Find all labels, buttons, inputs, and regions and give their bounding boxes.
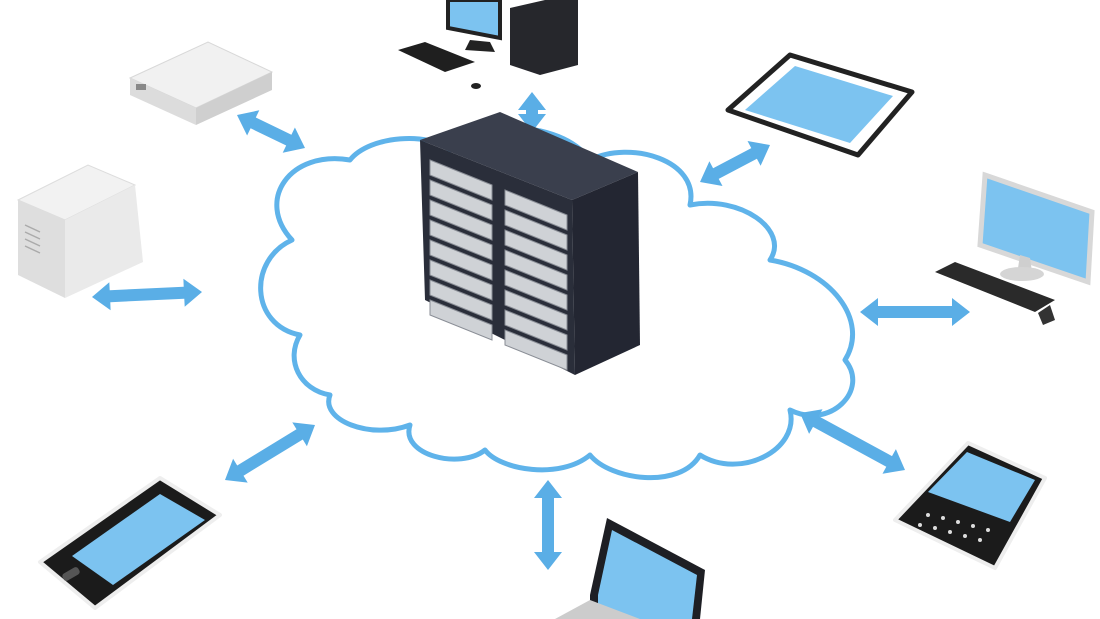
tower-server-icon	[16, 164, 143, 298]
drive-bay	[504, 309, 568, 351]
smartphone-icon	[38, 476, 222, 610]
desktop-icon	[398, 0, 578, 89]
drive-bay	[429, 199, 493, 241]
drive-bay	[429, 179, 493, 221]
phone-keyboard-icon	[893, 441, 1047, 570]
cloud-outline	[258, 125, 856, 480]
double-arrow-icon	[534, 480, 562, 570]
drive-bay	[504, 269, 568, 311]
drive-bay	[429, 219, 493, 261]
drive-bay	[504, 249, 568, 291]
drive-bay	[429, 279, 493, 321]
laptop-icon	[555, 518, 705, 619]
double-arrow-icon	[92, 278, 202, 311]
drive-bay	[504, 229, 568, 271]
drive-bay	[429, 259, 493, 301]
drive-bays	[429, 159, 568, 371]
double-arrow-icon	[518, 92, 546, 132]
double-arrow-icon	[800, 409, 905, 474]
tablet-icon	[725, 52, 915, 158]
drive-bay	[504, 329, 568, 371]
double-arrow-icon	[860, 298, 970, 326]
server-rack-icon	[420, 112, 640, 375]
double-arrow-icon	[237, 110, 305, 153]
drive-bay	[429, 239, 493, 281]
monitor-icon	[935, 171, 1095, 325]
connection-arrows	[92, 92, 970, 570]
double-arrow-icon	[700, 141, 770, 186]
drive-bay	[504, 209, 568, 251]
drive-bay	[429, 159, 493, 201]
server-box-icon	[128, 41, 274, 125]
drive-bay	[504, 289, 568, 331]
drive-bay	[429, 299, 493, 341]
drive-bay	[504, 189, 568, 231]
double-arrow-icon	[225, 422, 315, 483]
